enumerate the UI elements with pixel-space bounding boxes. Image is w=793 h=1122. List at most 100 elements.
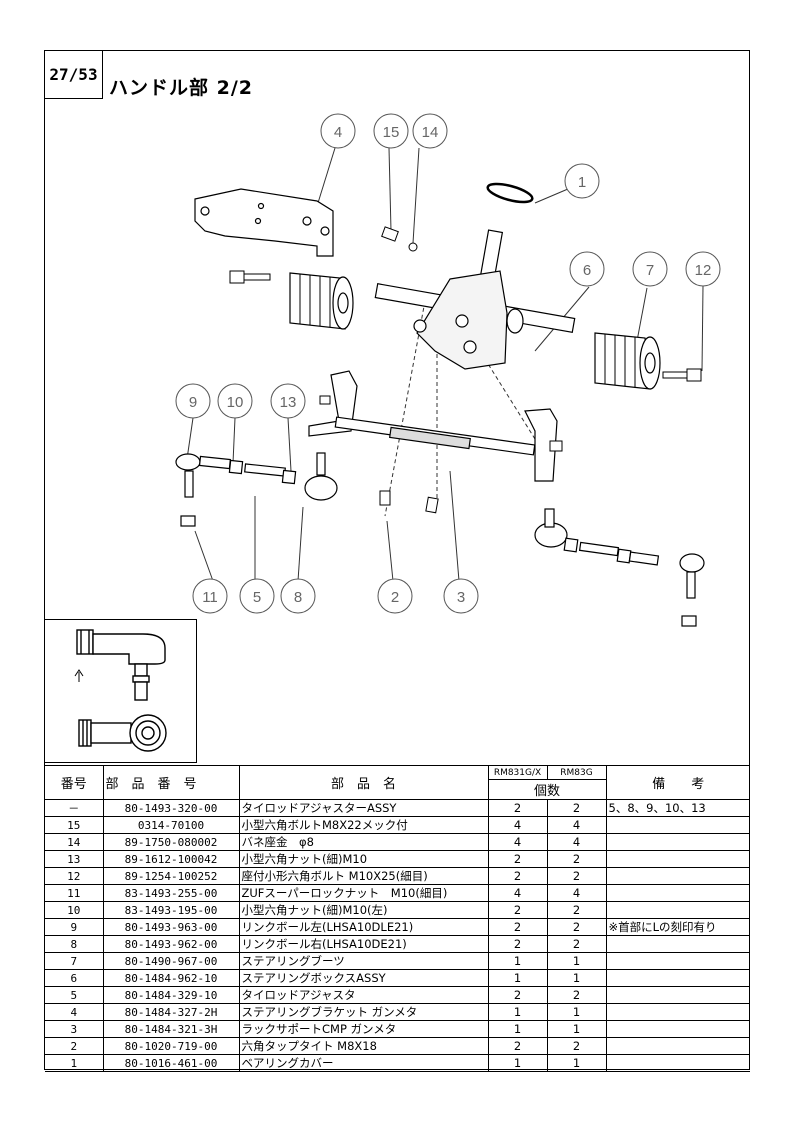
callout-label: 5 [253, 589, 261, 606]
header-number: 番号 [45, 765, 104, 800]
callout-label: 9 [189, 394, 197, 411]
row-part-name: 座付小形六角ボルト M10X25(細目) [238, 867, 489, 885]
row-qty-model-a: 1 [487, 952, 548, 970]
exploded-diagram: 4 15 14 1 6 7 12 9 10 13 11 5 8 2 3 [175, 113, 721, 627]
row-part-number: 80-1484-321-3H [102, 1020, 240, 1038]
row-part-number: 89-1750-080002 [102, 833, 240, 851]
row-part-name: タイロッドアジャスターASSY [238, 799, 489, 817]
row-remarks [605, 901, 750, 919]
row-part-number: 80-1493-320-00 [102, 799, 240, 817]
row-qty-model-a: 1 [487, 1003, 548, 1021]
row-qty-model-b: 2 [546, 1037, 607, 1055]
row-qty-model-b: 4 [546, 833, 607, 851]
row-part-name: リンクボール左(LHSA10DLE21) [238, 918, 489, 936]
row-part-number: 80-1490-967-00 [102, 952, 240, 970]
row-number: 12 [45, 867, 104, 885]
row-number: 3 [45, 1020, 104, 1038]
row-qty-model-a: 4 [487, 833, 548, 851]
row-remarks [605, 952, 750, 970]
row-qty-model-a: 2 [487, 867, 548, 885]
row-remarks: ※首部にLの刻印有り [605, 918, 750, 936]
row-qty-model-a: 1 [487, 969, 548, 987]
link-ball-detail-drawing [74, 629, 167, 752]
callout-label: 4 [334, 124, 342, 141]
row-qty-model-b: 4 [546, 884, 607, 902]
callout-label: 12 [695, 262, 712, 279]
row-qty-model-b: 1 [546, 1020, 607, 1038]
callout-label: 14 [422, 124, 439, 141]
row-part-number: 80-1020-719-00 [102, 1037, 240, 1055]
row-qty-model-a: 2 [487, 901, 548, 919]
callout-label: 15 [383, 124, 400, 141]
row-qty-model-b: 1 [546, 969, 607, 987]
row-qty-model-b: 2 [546, 986, 607, 1004]
row-remarks [605, 867, 750, 885]
row-qty-model-b: 2 [546, 867, 607, 885]
row-number: 6 [45, 969, 104, 987]
row-part-name: ベアリングカバー [238, 1054, 489, 1072]
row-part-name: 小型六角ナット(細)M10 [238, 850, 489, 868]
row-part-name: ラックサポートCMP ガンメタ [238, 1020, 489, 1038]
row-part-number: 83-1493-255-00 [102, 884, 240, 902]
row-number: 10 [45, 901, 104, 919]
row-remarks [605, 816, 750, 834]
parts-page-frame: 27/53 ハンドル部 2/2 [44, 50, 750, 1072]
header-quantity: 個数 [488, 779, 606, 800]
row-qty-model-b: 4 [546, 816, 607, 834]
row-remarks [605, 935, 750, 953]
row-part-name: 六角タップタイト M8X18 [238, 1037, 489, 1055]
row-number: 7 [45, 952, 104, 970]
header-part-name: 部 品 名 [238, 765, 489, 800]
row-qty-model-a: 1 [487, 1054, 548, 1072]
row-qty-model-a: 2 [487, 986, 548, 1004]
row-part-number: 0314-70100 [102, 816, 240, 834]
callout-label: 6 [583, 262, 591, 279]
row-qty-model-a: 4 [487, 816, 548, 834]
row-part-number: 80-1493-963-00 [102, 918, 240, 936]
row-qty-model-a: 2 [487, 918, 548, 936]
row-qty-model-a: 2 [487, 935, 548, 953]
row-qty-model-a: 4 [487, 884, 548, 902]
row-part-name: ステアリングブーツ [238, 952, 489, 970]
row-remarks: 5、8、9、10、13 [605, 799, 750, 817]
row-number: － [45, 799, 104, 817]
row-part-number: 83-1493-195-00 [102, 901, 240, 919]
row-qty-model-b: 1 [546, 1003, 607, 1021]
row-qty-model-b: 2 [546, 918, 607, 936]
row-part-number: 80-1016-461-00 [102, 1054, 240, 1072]
callout-label: 1 [578, 174, 586, 191]
row-part-number: 89-1612-100042 [102, 850, 240, 868]
callout-label: 2 [391, 589, 399, 606]
row-number: 14 [45, 833, 104, 851]
callout-label: 8 [294, 589, 302, 606]
row-part-number: 80-1484-962-10 [102, 969, 240, 987]
row-number: 9 [45, 918, 104, 936]
row-remarks [605, 1054, 750, 1072]
row-remarks [605, 833, 750, 851]
row-remarks [605, 850, 750, 868]
row-qty-model-b: 2 [546, 799, 607, 817]
callout-label: 11 [202, 589, 218, 606]
row-remarks [605, 969, 750, 987]
row-number: 13 [45, 850, 104, 868]
row-qty-model-a: 1 [487, 1020, 548, 1038]
row-qty-model-a: 2 [487, 850, 548, 868]
row-number: 11 [45, 884, 104, 902]
row-number: 2 [45, 1037, 104, 1055]
row-qty-model-a: 2 [487, 1037, 548, 1055]
callout-label: 3 [457, 589, 465, 606]
header-model-a: RM831G/X [487, 765, 548, 780]
